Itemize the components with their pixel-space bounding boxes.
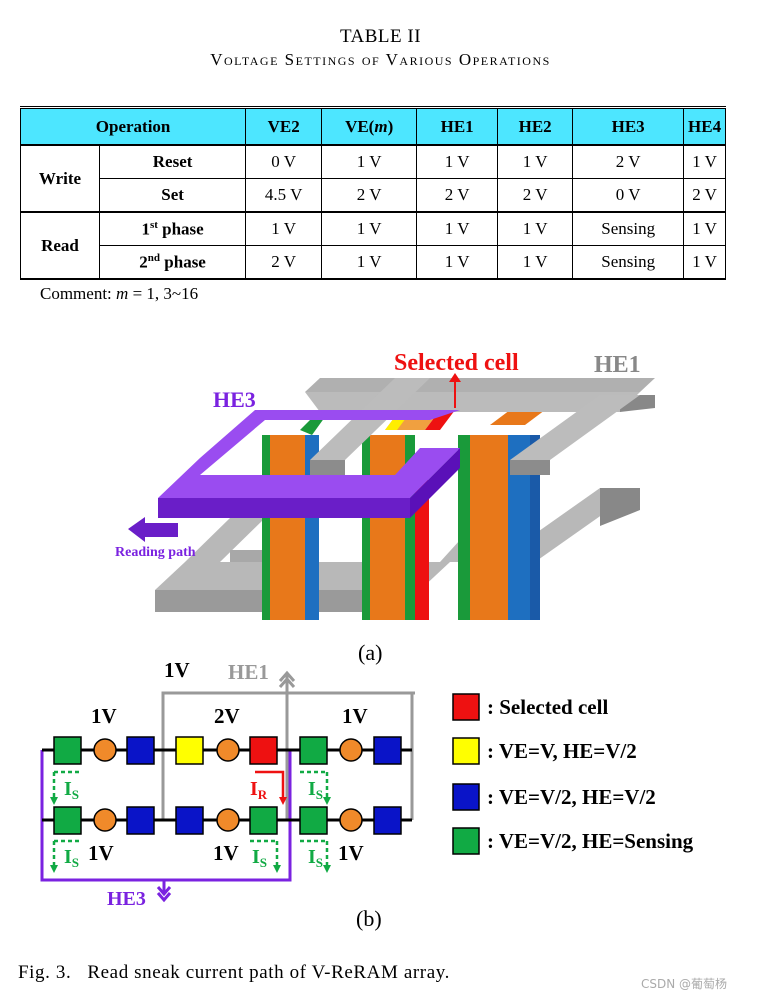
he1-wiring (161, 675, 415, 820)
table-cell: 4.5 V (245, 178, 323, 213)
table-cell: 2 V (321, 178, 418, 213)
sneak-current-markers (52, 770, 329, 869)
table-cell: 2 V (497, 178, 574, 213)
table-cell: 2 V (245, 245, 323, 280)
header-he4: HE4 (683, 107, 726, 146)
figure-caption: Fig. 3. Read sneak current path of V-ReR… (18, 962, 450, 983)
table-cell: Sensing (572, 245, 685, 280)
table-row: Write Reset 0 V 1 V 1 V 1 V 2 V 1 V (20, 144, 726, 213)
table-cell: 1 V (497, 211, 574, 246)
voltage-table: Operation VE2 VE(m) HE1 HE2 HE3 HE4 Writ… (19, 106, 726, 280)
svg-text:IS: IS (308, 778, 323, 802)
table-cell: Sensing (572, 211, 685, 246)
row-label-2nd-phase: 2nd phase (98, 245, 247, 280)
table-cell: 1 V (245, 211, 323, 246)
svg-text:IS: IS (64, 778, 79, 802)
legend-item: : VE=V/2, HE=Sensing (487, 829, 694, 853)
group-write: Write (20, 144, 100, 213)
selected-cell-label: Selected cell (394, 350, 519, 376)
table-cell: 1 V (497, 245, 574, 280)
group-read: Read (20, 211, 100, 280)
cell-row-bottom (53, 806, 402, 835)
voltage-bot-right: 1V (338, 841, 364, 865)
header-ve2: VE2 (245, 107, 323, 146)
is-labels: IS IS IS IS IS (64, 778, 323, 870)
header-he2: HE2 (497, 107, 574, 146)
legend: : Selected cell : VE=V, HE=V/2 : VE=V/2,… (452, 693, 694, 855)
selected-cell-arrow (449, 373, 461, 408)
he3-wiring (40, 750, 292, 893)
table-cell: 1 V (416, 211, 499, 246)
he3-arrow-icon (156, 886, 172, 897)
svg-text:IS: IS (64, 846, 79, 870)
figure-b-label: (b) (356, 906, 382, 931)
voltage-top-mid: 2V (214, 704, 240, 728)
voltage-top-left: 1V (91, 704, 117, 728)
table-cell: 0 V (572, 178, 685, 213)
table-cell: 1 V (321, 245, 418, 280)
read-current-arrow (255, 770, 287, 805)
he3-plate (158, 410, 460, 518)
header-he3: HE3 (572, 107, 685, 146)
sneak-current-arrowheads (50, 797, 331, 873)
he3-label-b: HE3 (107, 888, 146, 905)
table-comment: Comment: m = 1, 3~16 (40, 284, 199, 303)
he3-arrow-icon-2 (156, 892, 172, 903)
table-row: Read 1st phase 1 V 1 V 1 V 1 V Sensing 1… (20, 211, 726, 280)
table-cell: 1 V (683, 211, 726, 246)
vertical-pillars (262, 410, 545, 620)
table-caption: Voltage Settings of Various Operations (210, 50, 551, 69)
header-he1: HE1 (416, 107, 499, 146)
table-cell: 0 V (245, 144, 323, 179)
table-cell: 1 V (321, 211, 418, 246)
figure-a-label: (a) (358, 640, 383, 665)
table-cell: 1 V (683, 245, 726, 280)
header-vem: VE(m) (321, 107, 418, 146)
header-operation: Operation (19, 107, 247, 146)
figure-a-3d-diagram: Selected cell HE1 HE3 Reading path (115, 350, 655, 620)
table-cell: 2 V (572, 144, 685, 179)
voltage-top-right: 1V (342, 704, 368, 728)
table-row: 2nd phase 2 V 1 V 1 V 1 V Sensing 1 V (21, 245, 726, 280)
ir-label: IR (250, 778, 268, 802)
svg-text:IS: IS (252, 846, 267, 870)
table-header-row: Operation VE2 VE(m) HE1 HE2 HE3 HE4 (19, 107, 726, 146)
legend-item: : Selected cell (487, 695, 608, 719)
row-label-reset: Reset (98, 144, 247, 179)
top-voltage-label: 1V (164, 658, 190, 682)
he1-label-b: HE1 (228, 660, 269, 684)
reading-path-label: Reading path (115, 545, 196, 560)
he1-label: HE1 (594, 352, 641, 378)
table-title: TABLE II (339, 26, 422, 47)
voltage-bot-left: 1V (88, 841, 114, 865)
legend-item: : VE=V/2, HE=V/2 (487, 785, 656, 809)
table-cell: 1 V (321, 144, 418, 179)
table-cell: 1 V (497, 144, 574, 179)
table-cell: 1 V (683, 144, 726, 179)
table-cell: 2 V (416, 178, 499, 213)
svg-text:IS: IS (308, 846, 323, 870)
table-cell: 1 V (416, 144, 499, 179)
he1-arrow-icon-2 (278, 676, 296, 688)
row-label-1st-phase: 1st phase (98, 211, 247, 246)
table-row: Set 4.5 V 2 V 2 V 2 V 0 V 2 V (21, 178, 726, 213)
table-cell: 1 V (416, 245, 499, 280)
he3-label: HE3 (213, 387, 256, 412)
row-label-set: Set (98, 178, 247, 213)
he1-arrow-icon (278, 670, 296, 682)
legend-item: : VE=V, HE=V/2 (487, 739, 637, 763)
voltage-bot-mid: 1V (213, 841, 239, 865)
watermark: CSDN @葡萄杨 (641, 977, 728, 991)
figure-b-circuit: 1V HE1 1V 2V 1V 1V 1V 1V IS IS IS IS IS … (40, 658, 694, 905)
reading-path-arrow (128, 517, 178, 542)
cell-row-top (53, 736, 402, 765)
table-cell: 2 V (683, 178, 726, 213)
